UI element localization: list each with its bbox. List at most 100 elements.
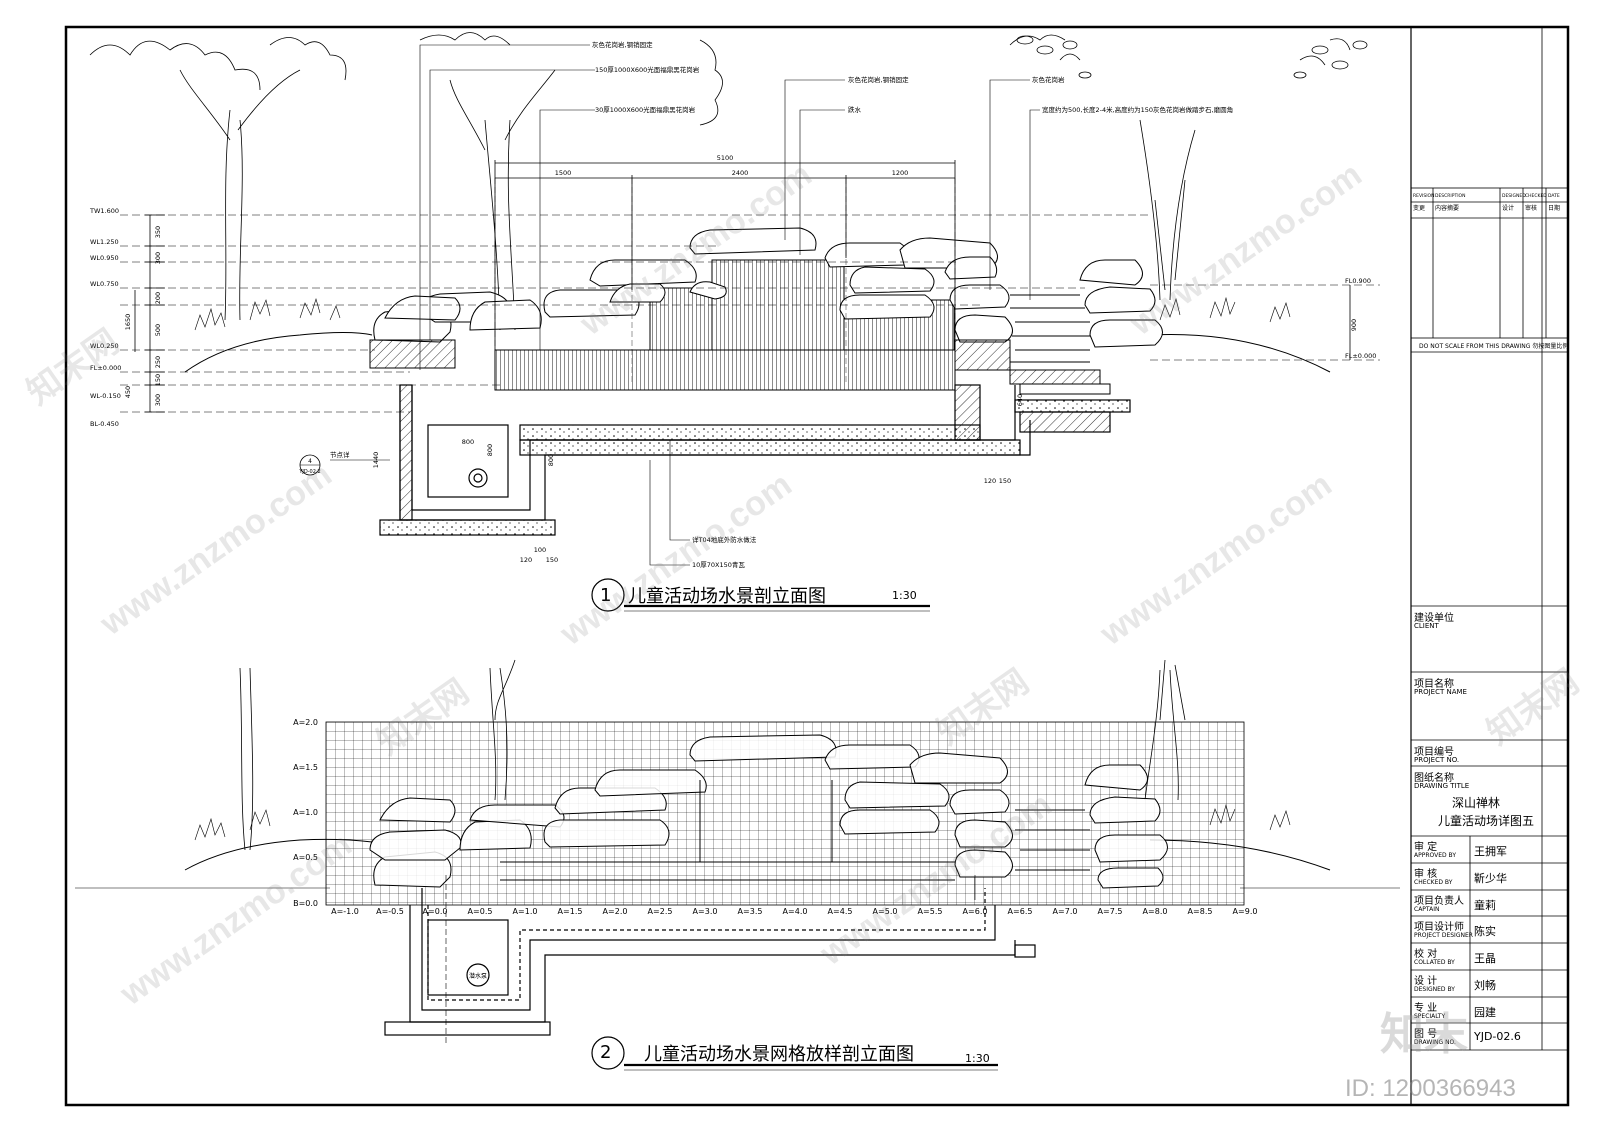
level-mark: FL±0.000 (90, 364, 121, 372)
grid-y-label: B=0.0 (293, 899, 318, 908)
callout-label: 30厚1000X600光面福鼎黑花岗岩 (595, 105, 696, 114)
grid-x-label: A=2.5 (648, 907, 673, 916)
drawing2-title: 儿童活动场水景网格放样剖立面图 (644, 1044, 914, 1065)
level-mark: WL1.250 (90, 238, 119, 246)
paving-left (369, 339, 456, 369)
dimension-label: 1650 (124, 314, 132, 331)
grid-x-label: A=2.0 (603, 907, 628, 916)
callout-label: 10厚70X150青瓦 (692, 560, 745, 569)
grid-x-label: A=6.5 (1008, 907, 1033, 916)
level-mark: BL-0.450 (90, 420, 119, 428)
signature-role-cn: 审 核 (1414, 869, 1438, 880)
callout-label: 灰色花岗岩 (1032, 75, 1065, 84)
signature-name: 靳少华 (1474, 872, 1507, 885)
watermark-id: ID: 1200366943 (1345, 1075, 1516, 1102)
dimension-label: 1440 (372, 452, 380, 469)
signature-role-en: CAPTAIN (1414, 906, 1440, 913)
drawing-title-cn: 图纸名称 (1414, 773, 1454, 784)
callout-label: 灰色花岗岩,钢销固定 (848, 75, 909, 84)
signature-name: 陈实 (1474, 925, 1496, 938)
tree-right (1009, 34, 1368, 301)
level-mark: WL-0.150 (90, 392, 121, 400)
project-name-cn: 项目名称 (1414, 679, 1454, 690)
rev-header-cn: 设计 (1502, 204, 1514, 212)
callout-label: 宽度约为500,长度2-4米,高度约为150灰色花岗岩做踏步石,磨圆角 (1042, 105, 1233, 114)
dimension-label: 1500 (555, 169, 572, 177)
signature-role-cn: 专 业 (1414, 1003, 1438, 1014)
grid-x-label: A=4.0 (783, 907, 808, 916)
dont-scale-note: DO NOT SCALE FROM THIS DRAWING 勿按图量比例 (1419, 343, 1569, 350)
project-name-en: PROJECT NAME (1414, 688, 1467, 696)
drawing1-scale: 1:30 (892, 589, 917, 602)
signature-role-cn: 项目设计师 (1414, 922, 1464, 933)
drawing2-number: 2 (600, 1042, 612, 1063)
drawing2-number-circle (591, 1036, 625, 1070)
grid-rocks (369, 734, 1168, 889)
rev-header-en: DATE (1548, 193, 1560, 199)
leader-lines (330, 44, 1040, 566)
upper-granite-block (711, 259, 845, 351)
rev-header-cn: 内容摘要 (1435, 204, 1459, 212)
pump-label: 潜水泵 (469, 972, 487, 980)
grid-x-label: A=8.0 (1143, 907, 1168, 916)
watermark-logo: 知末 (1380, 1010, 1468, 1059)
signature-name: YJD-02.6 (1474, 1030, 1521, 1043)
rev-header-en: DESCRIPTION (1435, 193, 1465, 199)
signature-role-cn: 设 计 (1414, 976, 1438, 987)
client-label-en: CLIENT (1414, 622, 1439, 630)
dimension-label: 800 (462, 438, 474, 446)
grid-basin (384, 875, 1036, 1045)
dimension-label: 100 (534, 546, 546, 554)
signature-role-en: DESIGNED BY (1414, 986, 1455, 993)
grid-ground-right (1149, 839, 1331, 871)
signature-role-cn: 项目负责人 (1414, 896, 1464, 907)
drawing1-number-circle (591, 578, 625, 612)
grid-x-label: A=-0.5 (376, 907, 404, 916)
lower-granite-step (494, 349, 956, 391)
grid-elevation-2 (75, 659, 1400, 1071)
grid-x-label: A=1.0 (513, 907, 538, 916)
dimension-label: 900 (1350, 319, 1358, 331)
level-mark: WL0.950 (90, 254, 119, 262)
ground-mound-right (1149, 334, 1331, 373)
grid-x-label: A=5.5 (918, 907, 943, 916)
dimension-label: 120 (984, 477, 996, 485)
rocks (373, 227, 1163, 348)
signature-role-en: CHECKED BY (1414, 879, 1453, 886)
rev-header-en: DESIGNED (1502, 193, 1526, 199)
grid-x-label: A=7.5 (1098, 907, 1123, 916)
project-no-cn: 项目编号 (1414, 747, 1454, 758)
signature-role-cn: 审 定 (1414, 842, 1438, 853)
rev-header-en: REVISION (1413, 193, 1434, 199)
dimension-label: 120 (520, 556, 532, 564)
dimension-label: 500 (154, 324, 162, 336)
callout-label: 灰色花岗岩,钢销固定 (592, 40, 653, 49)
rev-header-en: CHECKED (1525, 193, 1547, 199)
dimension-label: 300 (154, 394, 162, 406)
signature-name: 刘畅 (1474, 979, 1496, 992)
level-mark: TW1.600 (89, 207, 119, 215)
grid-x-label: A=1.5 (558, 907, 583, 916)
dimension-label: 250 (154, 356, 162, 368)
tree-left (89, 32, 723, 331)
section-elevation-1 (89, 32, 1380, 612)
signature-name: 王拥军 (1474, 845, 1507, 858)
grid-x-label: A=3.5 (738, 907, 763, 916)
dimension-label: 150 (154, 374, 162, 386)
grid-x-label: A=6.0 (963, 907, 988, 916)
dimension-label: 300 (154, 252, 162, 264)
grid-y-label: A=2.0 (293, 718, 318, 727)
drawing-title-en: DRAWING TITLE (1414, 782, 1470, 790)
level-mark: FL±0.000 (1345, 352, 1376, 360)
grid-x-label: A=-1.0 (331, 907, 359, 916)
grid-x-label: A=8.5 (1188, 907, 1213, 916)
drawing-title-line2: 儿童活动场详图五 (1438, 814, 1535, 828)
dimension-label: 150 (546, 556, 558, 564)
callout-label: 节点详 (330, 450, 350, 459)
basin-structure (379, 384, 1131, 536)
grid-x-label: A=7.0 (1053, 907, 1078, 916)
dimension-label: 640 (1016, 394, 1024, 406)
shrubs (194, 296, 1291, 331)
signature-role-en: COLLATED BY (1414, 959, 1455, 966)
